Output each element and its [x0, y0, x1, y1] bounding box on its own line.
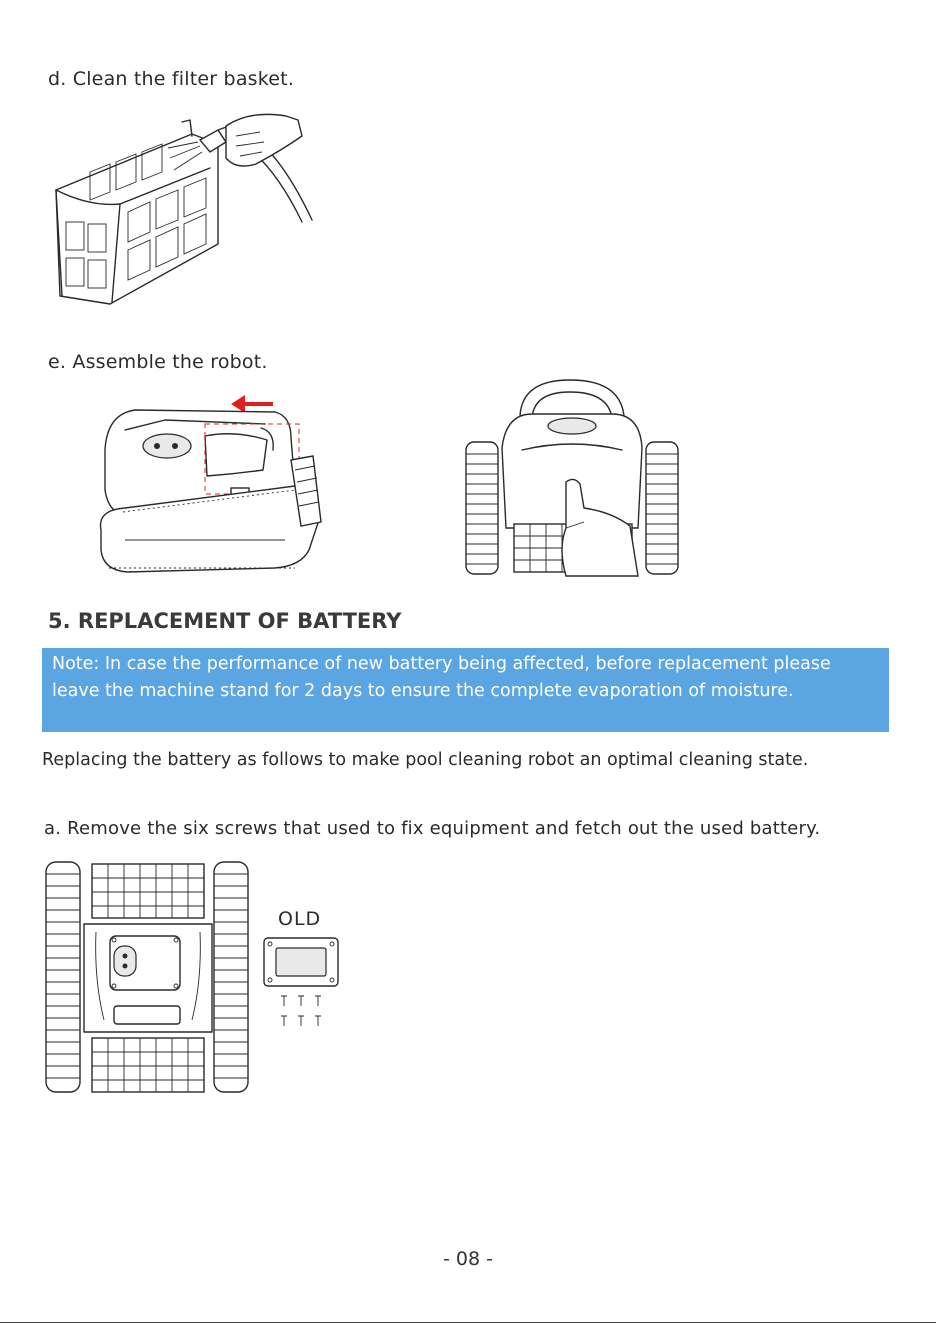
- screw-icon: [281, 995, 321, 1026]
- robot-bottom-view-illustration: [45, 861, 249, 1093]
- arrow-left-icon: [231, 395, 273, 413]
- footer-divider: [0, 1322, 936, 1323]
- step-e-label: e. Assemble the robot.: [48, 351, 268, 373]
- step-a-label: a. Remove the six screws that used to fi…: [44, 818, 821, 839]
- step-d-label: d. Clean the filter basket.: [48, 68, 295, 90]
- robot-assembly-side-illustration: [99, 395, 322, 573]
- robot-assembly-front-illustration: [465, 379, 679, 577]
- section-title: 5. REPLACEMENT OF BATTERY: [48, 609, 402, 633]
- note-box: Note: In case the performance of new bat…: [42, 648, 889, 732]
- page-number: - 08 -: [443, 1248, 493, 1270]
- intro-text: Replacing the battery as follows to make…: [42, 750, 809, 770]
- old-battery-illustration: [263, 937, 339, 1026]
- old-battery-label: OLD: [278, 908, 322, 930]
- filter-basket-illustration: [55, 113, 313, 305]
- note-text: Note: In case the performance of new bat…: [52, 654, 831, 701]
